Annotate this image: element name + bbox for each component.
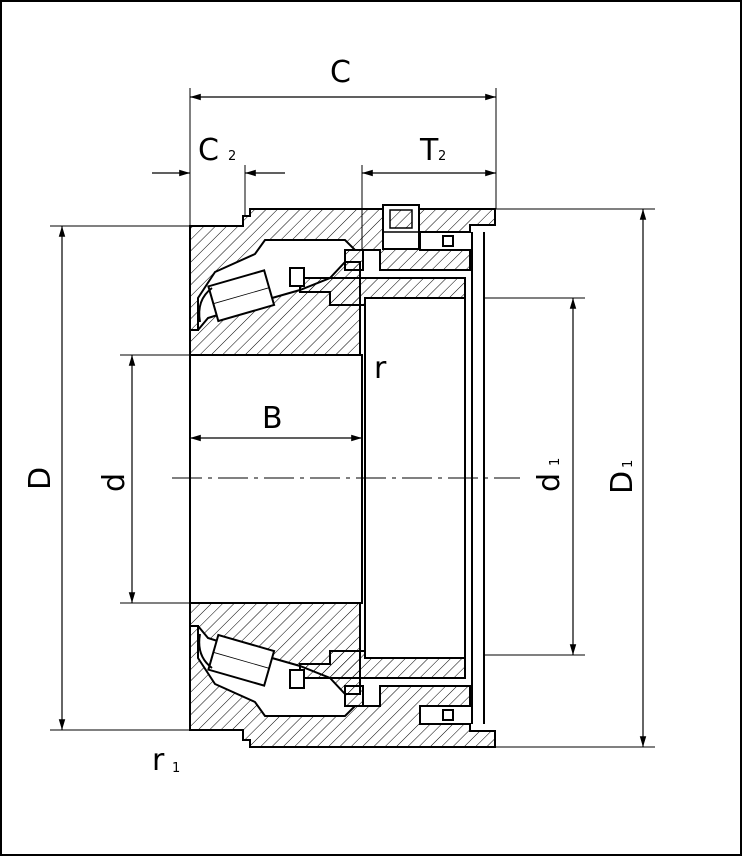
label-d: d <box>97 473 132 492</box>
lubrication-screw <box>382 204 420 250</box>
outer-ring-lower-section <box>189 625 496 748</box>
label-D1-subscript: 1 <box>621 460 636 468</box>
snap-ring-upper <box>442 235 454 247</box>
label-r: r <box>374 351 387 386</box>
label-D: D <box>23 467 58 490</box>
tapered-roller-upper <box>207 269 276 323</box>
label-r1-subscript: 1 <box>172 761 180 776</box>
label-d1: d <box>532 473 567 492</box>
bore-outline <box>189 354 363 604</box>
cage-tab-upper <box>289 267 305 287</box>
label-T2: T <box>419 133 439 168</box>
label-D1: D <box>605 471 640 494</box>
label-r1: r <box>152 743 165 778</box>
seal-element-upper <box>344 249 364 271</box>
label-C2: C <box>198 133 219 168</box>
label-C: C <box>330 55 351 90</box>
cage-tab-lower <box>289 669 305 689</box>
seal-element-lower <box>344 685 364 707</box>
tapered-roller-lower <box>207 633 276 687</box>
label-d1-subscript: 1 <box>548 458 563 466</box>
roller-cage-upper <box>198 287 213 323</box>
label-T2-subscript: 2 <box>438 149 446 164</box>
snap-ring-lower <box>442 709 454 721</box>
label-B: B <box>262 401 283 436</box>
label-C2-subscript: 2 <box>228 149 236 164</box>
roller-cage-lower <box>198 633 213 669</box>
